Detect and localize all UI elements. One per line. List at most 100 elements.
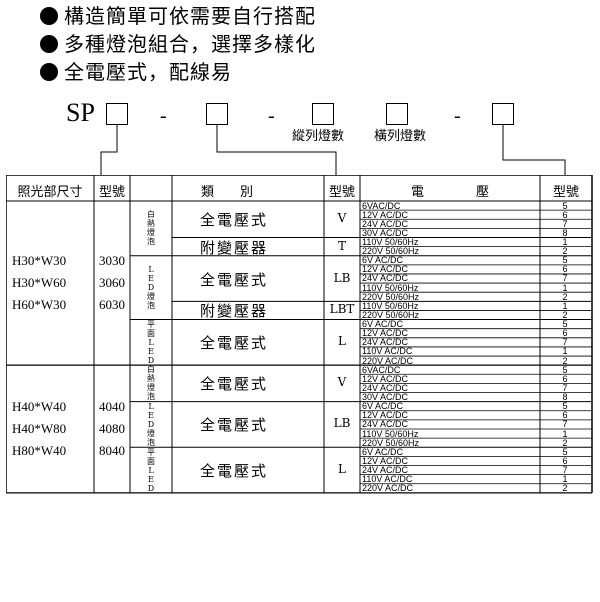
voltage-value: 110V 50/60Hz xyxy=(362,428,419,439)
model-number: 6030 xyxy=(99,297,125,313)
voltage-code: 2 xyxy=(562,355,568,366)
voltage-value: 220V 50/60Hz xyxy=(362,309,420,320)
voltage-code: 6 xyxy=(562,373,568,384)
type-code: L xyxy=(338,462,346,477)
feature-text: 構造簡單可依需要自行搭配 xyxy=(64,4,316,28)
lamp-variant-name: 全電壓式 xyxy=(200,375,269,394)
label-vertical-lamps: 縱列燈數 xyxy=(292,129,345,144)
bulb-type-label: 白熱燈泡 xyxy=(147,210,155,247)
model-number: 4040 xyxy=(99,399,125,414)
lamp-variant-name: 全電壓式 xyxy=(200,416,269,435)
voltage-code: 6 xyxy=(562,455,568,466)
feature-item: 多種燈泡組合，選擇多樣化 xyxy=(40,32,316,56)
voltage-code: 6 xyxy=(562,328,568,339)
voltage-code: 1 xyxy=(562,474,568,485)
voltage-code: 1 xyxy=(562,300,568,311)
voltage-value: 24V AC/DC xyxy=(362,464,409,475)
type-code: LBT xyxy=(329,302,355,317)
voltage-code: 8 xyxy=(562,392,568,403)
voltage-code: 6 xyxy=(562,410,568,421)
voltage-value: 110V AC/DC xyxy=(362,474,413,485)
model-number: 8040 xyxy=(99,443,125,458)
feature-item: 全電壓式，配線易 xyxy=(40,60,232,84)
model-number: 3030 xyxy=(99,253,125,269)
voltage-code: 2 xyxy=(562,437,568,448)
voltage-code: 2 xyxy=(562,309,568,320)
voltage-code: 7 xyxy=(562,273,568,284)
type-code: LB xyxy=(333,270,351,285)
voltage-code: 1 xyxy=(562,282,568,293)
label-horizontal-lamps: 橫列燈數 xyxy=(374,129,427,144)
voltage-code: 5 xyxy=(562,364,568,375)
feature-text: 多種燈泡組合，選擇多樣化 xyxy=(64,32,316,56)
voltage-code: 7 xyxy=(562,464,568,475)
voltage-value: 110V 50/60Hz xyxy=(362,300,419,311)
voltage-code: 5 xyxy=(562,319,568,330)
lamp-variant-name: 全電壓式 xyxy=(200,270,269,289)
voltage-code: 5 xyxy=(562,200,568,211)
type-code: V xyxy=(337,211,347,226)
voltage-code: 5 xyxy=(562,401,568,412)
voltage-value: 220V 50/60Hz xyxy=(362,291,420,302)
size-label: H80*W40 xyxy=(12,443,67,458)
type-code: LB xyxy=(333,416,351,431)
voltage-code: 2 xyxy=(562,483,568,494)
voltage-code: 1 xyxy=(562,346,568,357)
voltage-value: 110V AC/DC xyxy=(362,346,413,357)
voltage-value: 24V AC/DC xyxy=(362,218,409,229)
voltage-code: 1 xyxy=(562,428,568,439)
voltage-code: 1 xyxy=(562,236,568,247)
code-box-rows xyxy=(312,103,334,125)
voltage-value: 110V 50/60Hz xyxy=(362,282,419,293)
bullet-dot-icon xyxy=(40,63,58,81)
header-voltage: 電 壓 xyxy=(410,185,489,200)
bullet-dot-icon xyxy=(40,35,58,53)
voltage-value: 30V AC/DC xyxy=(362,227,409,238)
type-code: T xyxy=(337,238,346,253)
voltage-value: 220V 50/60Hz xyxy=(362,437,420,448)
voltage-code: 7 xyxy=(562,218,568,229)
code-dash: - xyxy=(268,105,275,127)
voltage-value: 12V AC/DC xyxy=(362,264,409,275)
voltage-value: 110V 50/60Hz xyxy=(362,236,419,247)
voltage-value: 12V AC/DC xyxy=(362,209,409,220)
voltage-value: 6V AC/DC xyxy=(362,401,404,412)
code-box-voltage xyxy=(492,103,514,125)
header-model: 型號 xyxy=(98,185,125,200)
voltage-value: 30V AC/DC xyxy=(362,392,409,403)
voltage-code: 2 xyxy=(562,246,568,257)
voltage-value: 12V AC/DC xyxy=(362,455,409,466)
code-box-columns xyxy=(386,103,408,125)
type-code: L xyxy=(338,334,346,349)
feature-item: 構造簡單可依需要自行搭配 xyxy=(40,4,316,28)
code-dash: - xyxy=(160,105,167,127)
voltage-value: 24V AC/DC xyxy=(362,273,409,284)
voltage-value: 6V AC/DC xyxy=(362,319,404,330)
voltage-value: 6V AC/DC xyxy=(362,255,404,266)
voltage-value: 6VAC/DC xyxy=(362,364,401,375)
header-size: 照光部尺寸 xyxy=(17,185,83,200)
voltage-code: 7 xyxy=(562,337,568,348)
bulb-type-label: 白熱燈泡 xyxy=(147,365,155,402)
header-voltage-code: 型號 xyxy=(552,185,579,200)
size-label: H30*W30 xyxy=(12,253,67,269)
header-type: 類 別 xyxy=(200,185,253,200)
header-type-code: 型號 xyxy=(328,185,355,200)
voltage-code: 7 xyxy=(562,419,568,430)
lamp-variant-name: 全電壓式 xyxy=(200,211,269,230)
voltage-code: 2 xyxy=(562,291,568,302)
code-box-type xyxy=(206,103,228,125)
size-label: H30*W60 xyxy=(12,275,67,291)
voltage-value: 220V 50/60Hz xyxy=(362,246,420,257)
voltage-value: 220V AC/DC xyxy=(362,483,414,494)
lamp-variant-name: 全電壓式 xyxy=(200,462,269,481)
bullet-dot-icon xyxy=(40,7,58,25)
voltage-code: 7 xyxy=(562,382,568,393)
voltage-code: 6 xyxy=(562,209,568,220)
size-label: H60*W30 xyxy=(12,297,67,313)
